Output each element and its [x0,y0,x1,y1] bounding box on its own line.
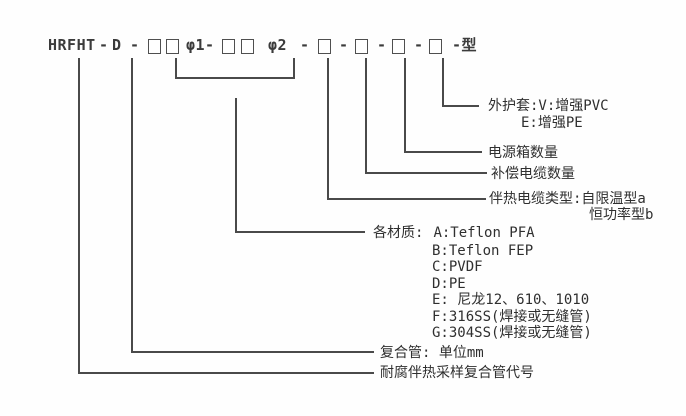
code-placeholder-box [241,39,254,54]
label-material-item: D:PE [432,276,466,292]
label-outer-jacket-line2: E:增强PE [521,115,583,131]
connector-bracket-phi [175,58,295,79]
label-material-item: F:316SS(焊接或无缝管) [432,309,592,325]
label-composite-pipe: 复合管: 单位mm [380,345,484,361]
code-separator: - [339,36,349,54]
code-series-letter: D [112,36,122,54]
code-separator: - [377,36,387,54]
code-phi2: φ2 [268,36,288,54]
code-placeholder-box [148,39,161,54]
code-type-suffix: -型 [452,36,478,54]
code-placeholder-box [166,39,179,54]
label-product-code-name: 耐腐伴热采样复合管代号 [380,365,534,381]
label-material-item: E: 尼龙12、610、1010 [432,292,590,308]
connector-product-code [78,58,374,374]
code-placeholder-box [355,39,368,54]
code-placeholder-box [222,39,235,54]
label-power-box-count: 电源箱数量 [488,145,558,161]
code-placeholder-box [392,39,405,54]
connector-power-box [404,58,482,153]
label-material-item: G:304SS(焊接或无缝管) [432,325,592,341]
label-heating-cable-type: 伴热电缆类型:自限温型a [489,191,646,207]
code-separator: - [300,36,310,54]
code-placeholder-box [429,39,442,54]
label-materials-title: 各材质: [373,225,424,241]
connector-composite-pipe [131,58,374,353]
code-placeholder-box [318,39,331,54]
connector-heating-cable [327,58,486,200]
connector-compensation-cable [365,58,487,174]
code-separator: - [99,36,109,54]
label-heating-cable-type-line2: 恒功率型b [589,207,654,223]
code-separator: - [414,36,424,54]
label-material-item: C:PVDF [432,259,483,275]
label-outer-jacket: 外护套:V:增强PVC [488,98,609,114]
connector-outer-jacket [442,58,479,107]
label-material-item: A:Teflon PFA [433,225,535,241]
label-materials-row: 各材质: A:Teflon PFA [373,225,535,241]
code-prefix: HRFHT [48,36,96,54]
code-separator: - [130,36,140,54]
label-material-item: B:Teflon FEP [432,243,534,259]
connector-materials [235,98,365,233]
label-compensation-cable-count: 补偿电缆数量 [491,166,575,182]
code-phi1: φ1- [186,36,215,54]
